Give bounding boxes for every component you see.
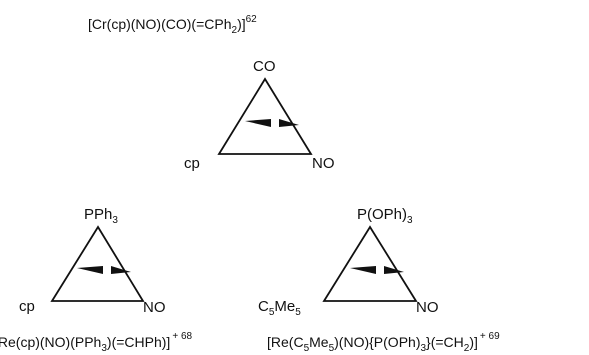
complex-re-pph3: PPh3 cp NO [Re(cp)(NO)(PPh3)(=CHPh)]+ 68: [0, 206, 193, 354]
ligand-right-no: NO: [143, 299, 166, 316]
wedge-left: [350, 266, 376, 274]
wedge-right: [384, 266, 404, 274]
wedge-left: [77, 266, 103, 274]
ligand-left-c5me5: C5Me5: [258, 298, 301, 318]
ligand-top-co: CO: [253, 58, 276, 75]
wedge-left: [245, 119, 271, 127]
wedge-right: [111, 266, 131, 274]
complex-cr: [Cr(cp)(NO)(CO)(=CPh2)]62 CO cp NO: [88, 14, 335, 172]
caption-re-pph3: [Re(cp)(NO)(PPh3)(=CHPh)]+ 68: [0, 331, 193, 354]
triangle-re-poph3: [322, 225, 418, 302]
ligand-top-poph3: P(OPh)3: [357, 206, 413, 226]
wedge-right: [279, 119, 299, 127]
ligand-right-no: NO: [312, 155, 335, 172]
ligand-top-pph3: PPh3: [84, 206, 118, 226]
caption-cr: [Cr(cp)(NO)(CO)(=CPh2)]62: [88, 14, 257, 36]
triangle-cr: [217, 77, 313, 155]
ligand-left-cp: cp: [19, 298, 35, 315]
ligand-right-no: NO: [416, 299, 439, 316]
complex-re-poph3: P(OPh)3 C5Me5 NO [Re(C5Me5)(NO){P(OPh)3}…: [258, 206, 500, 354]
triangle-re-pph3: [50, 225, 145, 302]
ligand-left-cp: cp: [184, 155, 200, 172]
caption-re-poph3: [Re(C5Me5)(NO){P(OPh)3}(=CH2)]+ 69: [267, 331, 500, 354]
